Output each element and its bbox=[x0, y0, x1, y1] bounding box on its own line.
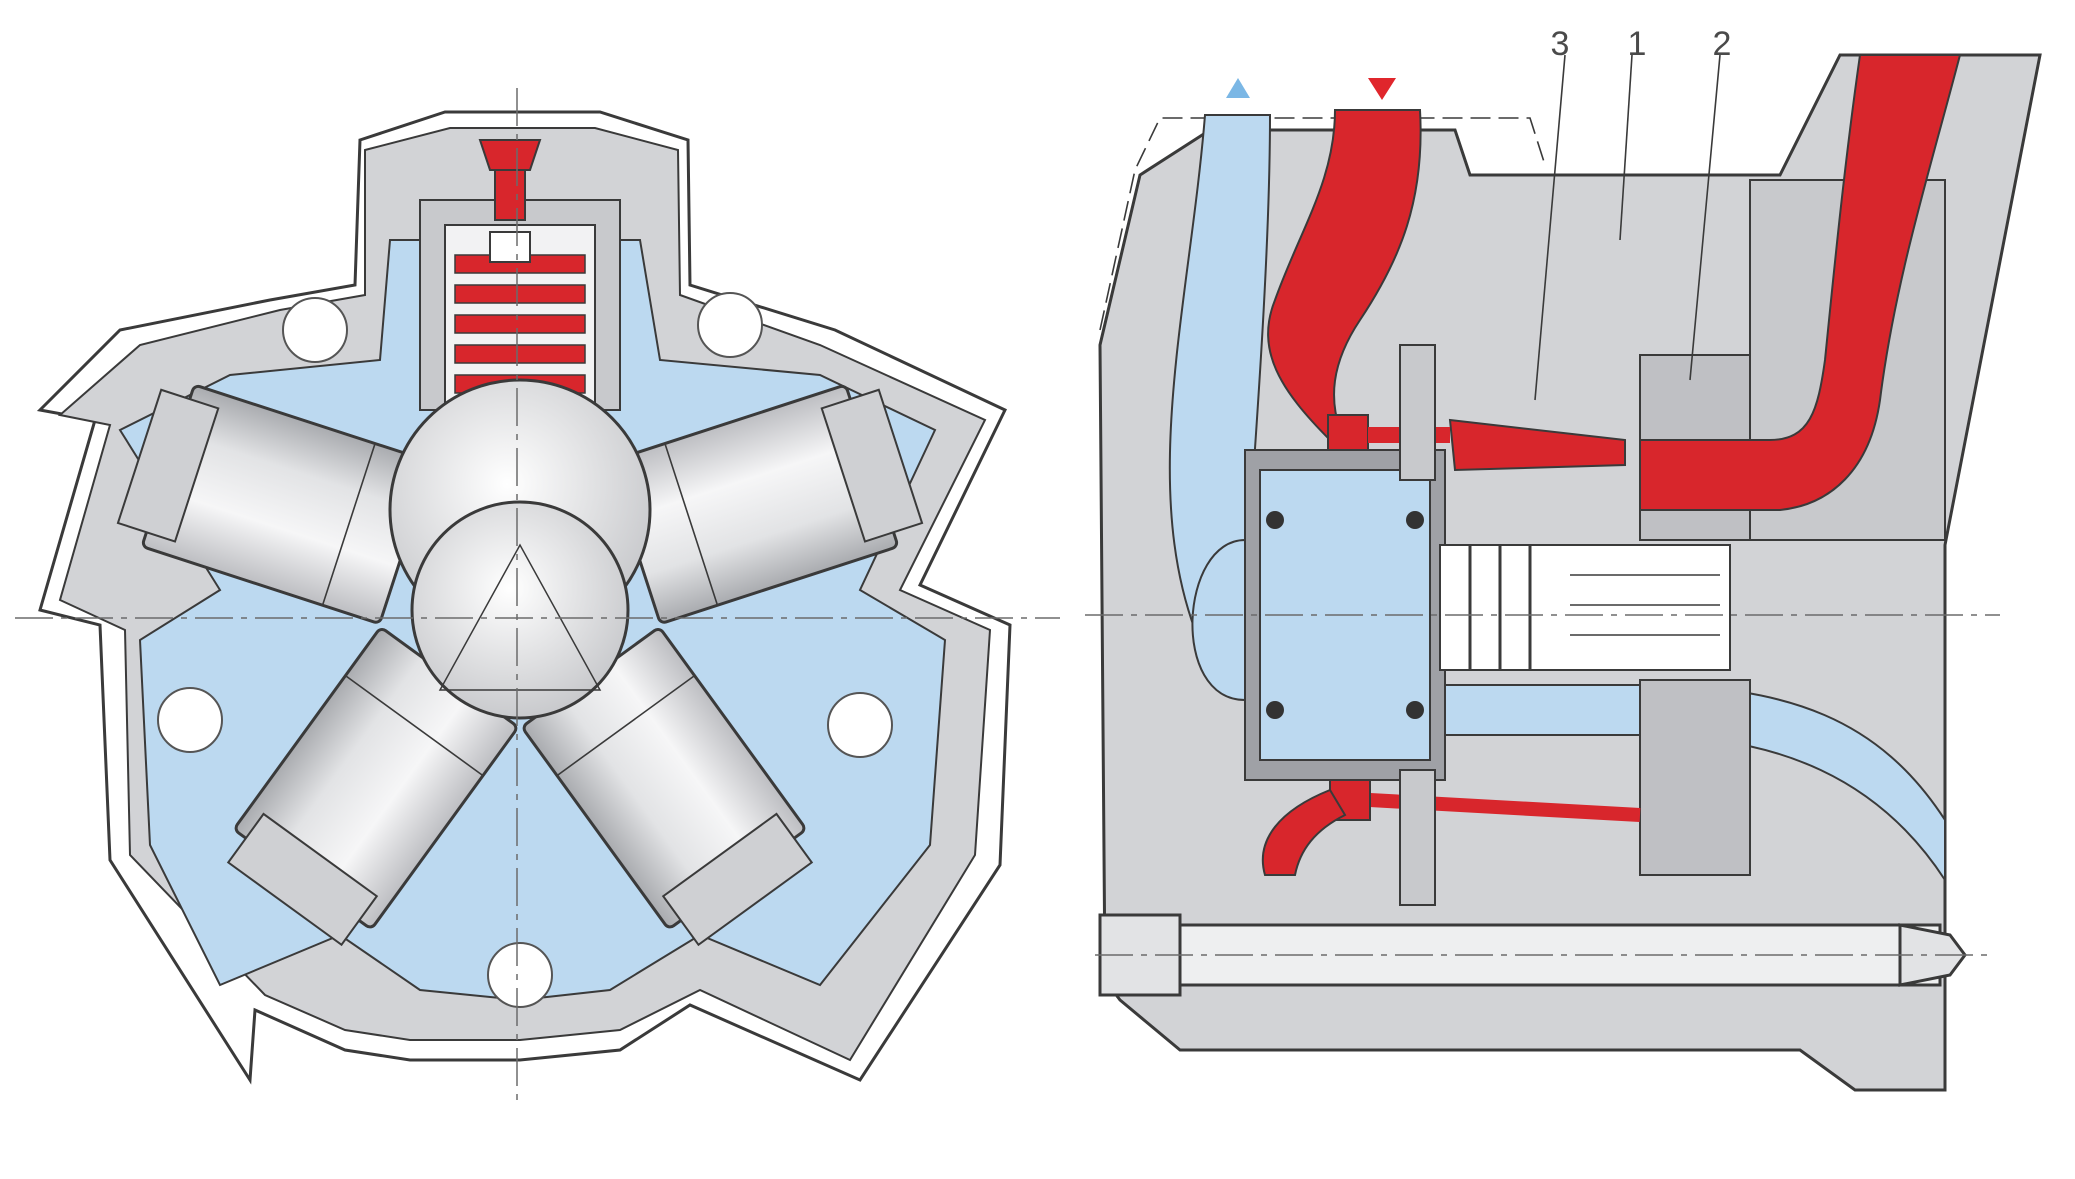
seal-rings bbox=[1266, 511, 1424, 719]
centre-bulge bbox=[1191, 538, 1246, 702]
callout-1: 1 bbox=[1628, 25, 1647, 63]
mounting-holes bbox=[157, 292, 893, 1008]
motor-cross-section bbox=[15, 88, 1060, 1100]
piston-upper-right bbox=[607, 384, 924, 624]
flange-upper bbox=[1399, 344, 1436, 481]
spring-seat bbox=[489, 231, 531, 263]
leader-2 bbox=[1689, 54, 1721, 381]
callout-2: 2 bbox=[1713, 25, 1732, 63]
shaft-teeth bbox=[1570, 574, 1720, 636]
supply-channel-right bbox=[1639, 54, 1962, 511]
flange-lower bbox=[1399, 769, 1436, 906]
valve-head bbox=[478, 139, 542, 171]
relief-spring bbox=[454, 254, 586, 394]
triangle-down-icon bbox=[1368, 78, 1396, 100]
valve-block-2-lower bbox=[1639, 679, 1751, 876]
leader-1 bbox=[1619, 54, 1633, 241]
lower-supply-stub bbox=[1261, 788, 1347, 876]
eccentric-shaft bbox=[410, 500, 630, 720]
tie-bolt-tip bbox=[1898, 923, 1967, 987]
piston-lower-right bbox=[522, 628, 814, 947]
control-rod-3 bbox=[1448, 418, 1626, 472]
leader-3 bbox=[1534, 54, 1566, 401]
triangle-up-icon bbox=[1226, 78, 1250, 98]
motor-longitudinal-section bbox=[1085, 53, 2042, 1092]
callout-3: 3 bbox=[1551, 25, 1570, 63]
cover-outline bbox=[1099, 117, 1546, 331]
shaft-splines bbox=[1468, 545, 1532, 670]
output-shaft bbox=[1439, 544, 1731, 671]
